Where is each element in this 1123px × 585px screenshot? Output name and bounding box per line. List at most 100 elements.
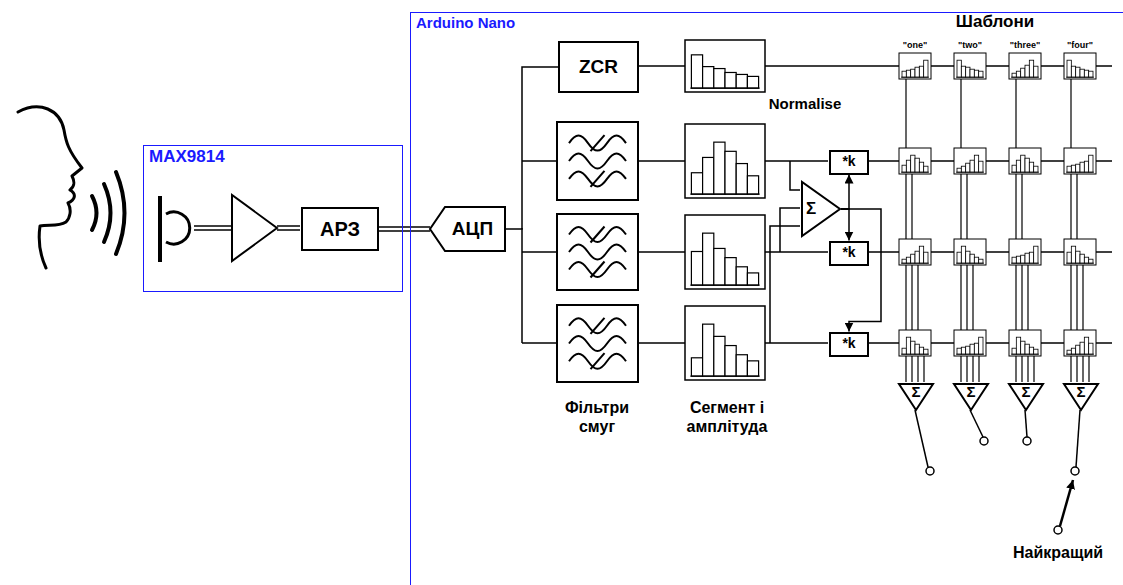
histogram-bar [747, 273, 758, 285]
histogram-bar [966, 251, 970, 263]
histogram-bar [1084, 70, 1088, 77]
module-box: Arduino NanoАЦПZCRΣ*k*k*kΣΣΣΣ [410, 12, 1123, 585]
filter-wave [569, 171, 626, 186]
histogram-axis [1011, 354, 1039, 355]
histogram-bar [736, 74, 747, 88]
filter-wave [569, 318, 626, 333]
wire [277, 225, 300, 227]
histogram-bar [1025, 65, 1029, 77]
histogram-bar [1076, 251, 1080, 263]
template-wire [1082, 265, 1083, 382]
switch-arm [1060, 480, 1073, 526]
histogram-bar [1080, 342, 1084, 354]
histogram-bar [1071, 165, 1075, 172]
template-name: "three" [1002, 40, 1048, 51]
shape-fill [1009, 384, 1043, 410]
sum-input [770, 226, 800, 343]
template-box [954, 53, 986, 79]
template-box [899, 239, 931, 265]
histogram-bar [924, 60, 928, 77]
segment-histogram [685, 215, 765, 289]
histogram-bar [725, 258, 736, 286]
histogram-axis [1066, 354, 1094, 355]
sound-wave [104, 184, 111, 242]
histogram-axis [956, 263, 984, 264]
template-box [954, 239, 986, 265]
speaker-head [18, 107, 125, 268]
wire [765, 251, 828, 253]
histogram-bar [979, 161, 983, 172]
connector [841, 209, 849, 241]
sum-output [1076, 410, 1080, 467]
histogram-bar [970, 254, 974, 263]
wire [194, 225, 232, 227]
switch-contact [980, 437, 988, 445]
template-wire [972, 265, 973, 382]
wire [638, 160, 685, 162]
wire [194, 229, 232, 231]
histogram-bar [924, 166, 928, 172]
histogram-bar [1034, 349, 1038, 354]
histogram-bar [1025, 158, 1029, 172]
template-box [1064, 53, 1096, 79]
switch-contact [1071, 467, 1079, 475]
histogram-box [685, 215, 765, 289]
histogram-bar [915, 251, 919, 263]
template-box [1064, 239, 1096, 265]
histogram-bar [915, 344, 919, 354]
histogram-bar [714, 142, 725, 194]
histogram-bar [915, 158, 919, 172]
histogram-bar [1021, 155, 1025, 172]
sound-wave [116, 172, 125, 254]
filter-slash [591, 135, 605, 151]
histogram-bar [966, 346, 970, 354]
histogram-bar [1025, 344, 1029, 354]
node-text: АРЗ [320, 218, 360, 240]
histogram-axis [1066, 263, 1094, 264]
connector [841, 175, 849, 210]
template-box [1009, 330, 1041, 356]
switch-pivot [1054, 526, 1062, 534]
histogram-axis [1066, 172, 1094, 173]
template-histogram [899, 148, 931, 174]
filter-slash [591, 318, 605, 334]
histogram-bar [911, 254, 915, 263]
histogram-bar [725, 346, 736, 377]
node-text: Σ [1076, 384, 1085, 401]
template-histogram [954, 330, 986, 356]
template-box [1009, 53, 1041, 79]
histogram-bar [736, 267, 747, 285]
shape-fill [802, 182, 840, 236]
histogram-bar [1076, 164, 1080, 172]
histogram-bar [703, 324, 714, 376]
template-histogram [1064, 148, 1096, 174]
connector-line [379, 230, 430, 232]
histogram-bar [902, 259, 906, 263]
filter-slash [591, 227, 605, 243]
histogram-bar [957, 168, 961, 172]
node-text: ZCR [579, 57, 618, 78]
histogram-bar [736, 355, 747, 376]
histogram-bar [957, 252, 961, 263]
sum-input [790, 161, 800, 190]
template-name: "one" [892, 40, 938, 51]
histogram-bar [703, 157, 714, 194]
histogram-bar [974, 257, 978, 263]
process-box: *k [829, 241, 869, 266]
histogram-bar [1029, 162, 1033, 172]
template-histogram [1064, 239, 1096, 265]
histogram-bar [902, 348, 906, 354]
process-box: ZCR [558, 41, 639, 93]
mic-capsule [166, 212, 190, 244]
histogram-bar [1016, 256, 1020, 263]
wire [638, 251, 685, 253]
template-box [1009, 148, 1041, 174]
template-wire [923, 356, 924, 382]
histogram-axis [1011, 263, 1039, 264]
filter-wave [569, 354, 626, 369]
template-box [954, 330, 986, 356]
histogram-axis [1066, 77, 1094, 78]
process-box: АРЗ [301, 207, 379, 251]
filter-box [557, 214, 638, 290]
